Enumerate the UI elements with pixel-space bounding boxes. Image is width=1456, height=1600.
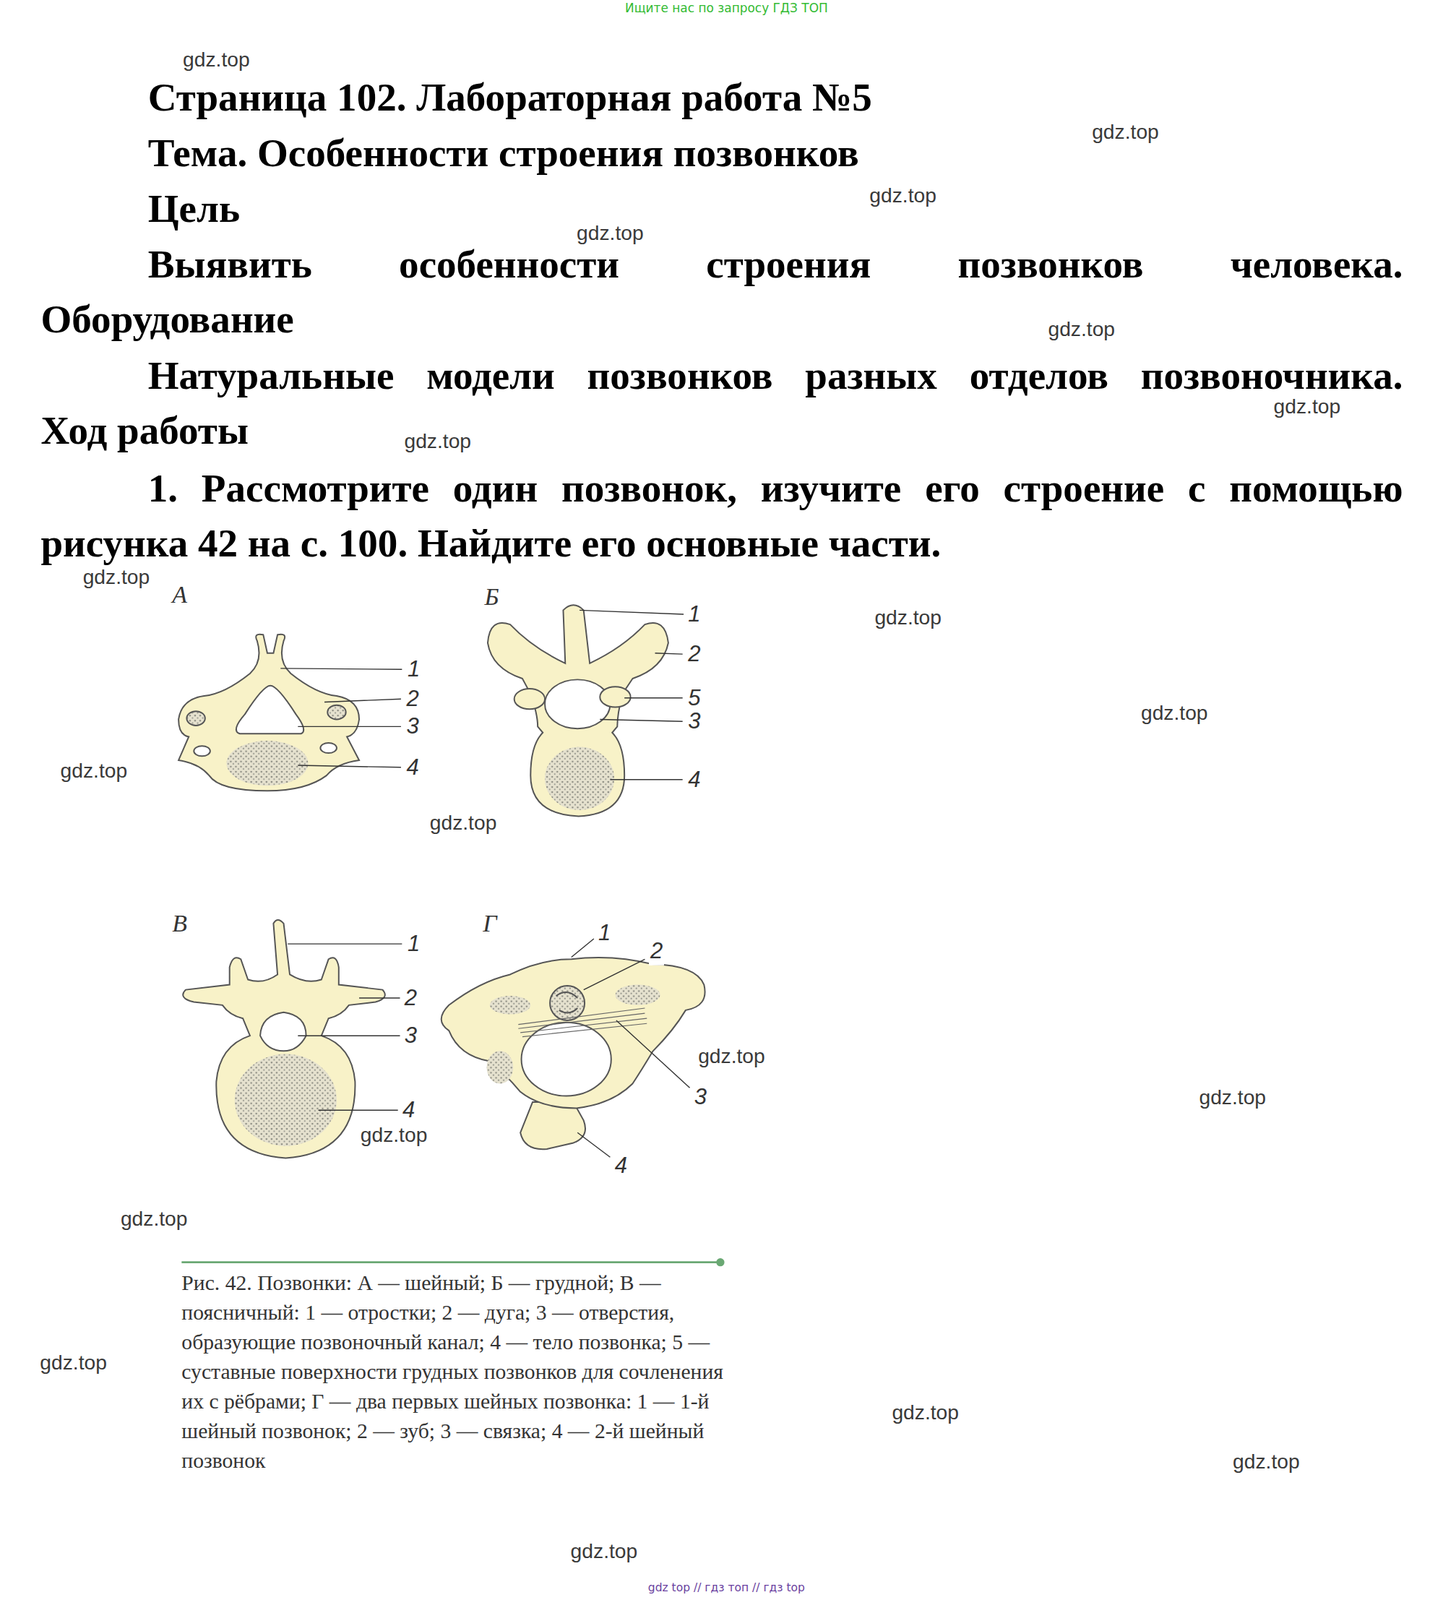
callout-number: 1 [406,654,422,684]
watermark: gdz.top [120,1205,188,1232]
body-text: Натуральные модели позвонков разных отде… [148,349,1404,402]
page-title: Страница 102. Лабораторная работа №5 [148,74,873,120]
watermark: gdz.top [83,562,151,590]
callout-number: 1 [406,929,422,959]
header-note: Ищите нас по запросу ГДЗ ТОП [625,0,829,16]
watermark: gdz.top [1273,393,1342,420]
body-text: Оборудование [40,293,294,346]
axis-vertebra [520,1101,586,1149]
callout-number: 4 [686,765,702,795]
callout-number: 1 [596,917,613,947]
watermark: gdz.top [60,757,128,784]
callout-number: 3 [692,1082,709,1112]
watermark: gdz.top [1091,118,1160,146]
caption-rule [181,1258,725,1266]
leader-lines [280,609,690,1157]
callout-number: 1 [686,599,702,629]
watermark: gdz.top [891,1398,959,1426]
callout-number: 4 [613,1150,629,1180]
thoracic-vertebra [487,604,669,816]
callout-number: 2 [648,936,665,966]
task-text: 1. Рассмотрите один позвонок, изучите ег… [40,461,1403,572]
callout-number: 4 [401,1095,417,1125]
watermark: gdz.top [360,1121,428,1149]
callout-number: 3 [405,711,421,741]
watermark: gdz.top [1140,698,1209,726]
callout-number: 2 [403,983,419,1013]
watermark: gdz.top [576,219,644,247]
watermark: gdz.top [182,46,251,73]
cervical-vertebra [178,634,360,792]
watermark: gdz.top [874,604,942,631]
body-text: Выявить особенности строения позвонков ч… [148,238,1404,291]
watermark: gdz.top [570,1537,639,1565]
callout-number: 3 [403,1021,419,1050]
watermark: gdz.top [1232,1448,1300,1475]
watermark: gdz.top [429,809,498,837]
watermark: gdz.top [1198,1083,1266,1111]
watermark: gdz.top [698,1042,766,1070]
figure-letter: Б [484,580,500,613]
figure-letter: В [171,907,188,940]
footer-note: gdz top // гдз топ // гдз top [648,1580,805,1595]
callout-number: 2 [405,684,421,714]
watermark: gdz.top [403,427,472,455]
watermark: gdz.top [869,181,937,209]
figure-letter: Г [482,907,497,940]
atlas-vertebra [441,957,706,1109]
body-text: Цель [148,183,240,236]
callout-number: 3 [686,706,702,736]
figure-caption: Рис. 42. Позвонки: А — шейный; Б — грудн… [181,1268,741,1476]
watermark: gdz.top [39,1349,107,1376]
figure-letter: А [171,578,188,611]
body-text: Ход работы [40,404,248,457]
watermark: gdz.top [1047,315,1115,342]
callout-number: 2 [686,639,702,669]
body-text: Тема. Особенности строения позвонков [148,127,860,180]
callout-number: 4 [405,752,421,782]
lumbar-vertebra [182,919,386,1159]
